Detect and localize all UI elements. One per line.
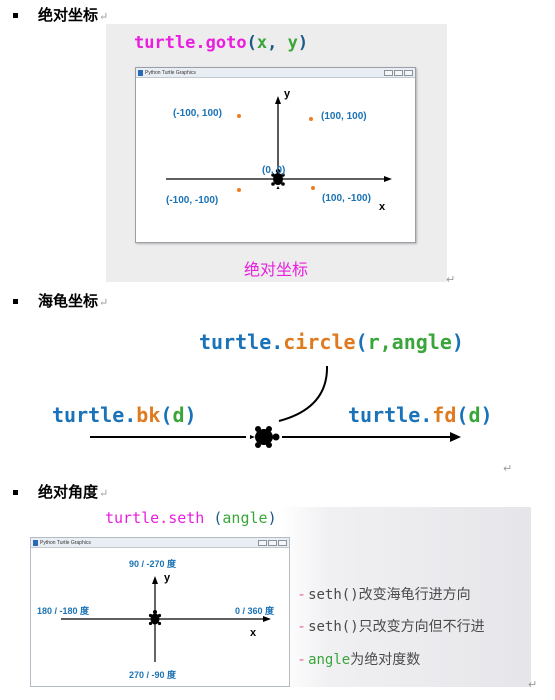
slide-caption: 绝对坐标 [244, 260, 309, 279]
turtle-icon [271, 168, 285, 189]
angle-slide-background [280, 507, 531, 687]
turtle-window: Python Turtle Graphics y x (-100, 100) (… [135, 67, 416, 243]
section-heading-absolute-angle: 绝对角度↵ [38, 483, 109, 501]
x-axis-label: x [250, 627, 257, 639]
fd-code: turtle.fd(d) [348, 403, 493, 427]
seth-code: turtle.seth (angle) [105, 509, 277, 527]
section-heading-turtle-coords: 海龟坐标↵ [38, 292, 109, 310]
angle-label-top: 90 / -270 度 [129, 559, 177, 569]
point-label-sw: (-100, -100) [166, 195, 219, 206]
angle-label-left: 180 / -180 度 [37, 606, 90, 616]
window-titlebar: Python Turtle Graphics [136, 68, 415, 78]
seth-note-3: -angle为绝对度数 [299, 652, 421, 668]
seth-note-1: -seth()改变海龟行进方向 [299, 587, 471, 603]
bullet [13, 490, 18, 495]
point-dot [309, 117, 313, 121]
y-axis-label: y [164, 572, 171, 584]
circle-code: turtle.circle(r,angle) [199, 330, 464, 354]
angle-axes [61, 576, 271, 662]
angle-label-right: 0 / 360 度 [235, 606, 275, 616]
minimize-button[interactable] [258, 540, 267, 546]
point-dot [237, 114, 241, 118]
turtle-window-angles: Python Turtle Graphics y x 90 / -270 度 1… [30, 537, 290, 687]
goto-code: turtle.goto(x, y) [134, 33, 309, 53]
maximize-button[interactable] [394, 70, 403, 76]
section-heading-absolute-coords: 绝对坐标↵ [38, 6, 109, 24]
return-mark: ↵ [528, 678, 538, 691]
turtle-icon [148, 610, 162, 626]
angle-label-bottom: 270 / -90 度 [129, 670, 177, 680]
return-mark: ↵ [446, 273, 456, 286]
python-icon [138, 70, 143, 76]
bk-code: turtle.bk(d) [52, 403, 197, 427]
point-label-ne: (100, 100) [321, 111, 367, 122]
python-icon [33, 540, 38, 546]
point-label-se: (100, -100) [322, 193, 371, 204]
bullet [13, 13, 18, 18]
coordinate-axes [166, 96, 392, 189]
window-titlebar: Python Turtle Graphics [31, 538, 289, 548]
return-mark: ↵ [503, 462, 513, 475]
y-axis-label: y [284, 88, 291, 100]
turtle-icon [250, 426, 280, 448]
absolute-coords-slide: turtle.goto(x, y) Python Turtle Graphics… [106, 24, 447, 282]
point-dot [311, 186, 315, 190]
seth-note-2: -seth()只改变方向但不行进 [299, 619, 485, 635]
bullet [13, 299, 18, 304]
maximize-button[interactable] [268, 540, 277, 546]
origin-label: (0, 0) [262, 165, 286, 176]
point-label-nw: (-100, 100) [173, 108, 222, 119]
point-dot [237, 188, 241, 192]
minimize-button[interactable] [384, 70, 393, 76]
close-button[interactable] [278, 540, 287, 546]
turtle-relative-diagram [90, 365, 461, 448]
close-button[interactable] [404, 70, 413, 76]
x-axis-label: x [379, 201, 386, 213]
